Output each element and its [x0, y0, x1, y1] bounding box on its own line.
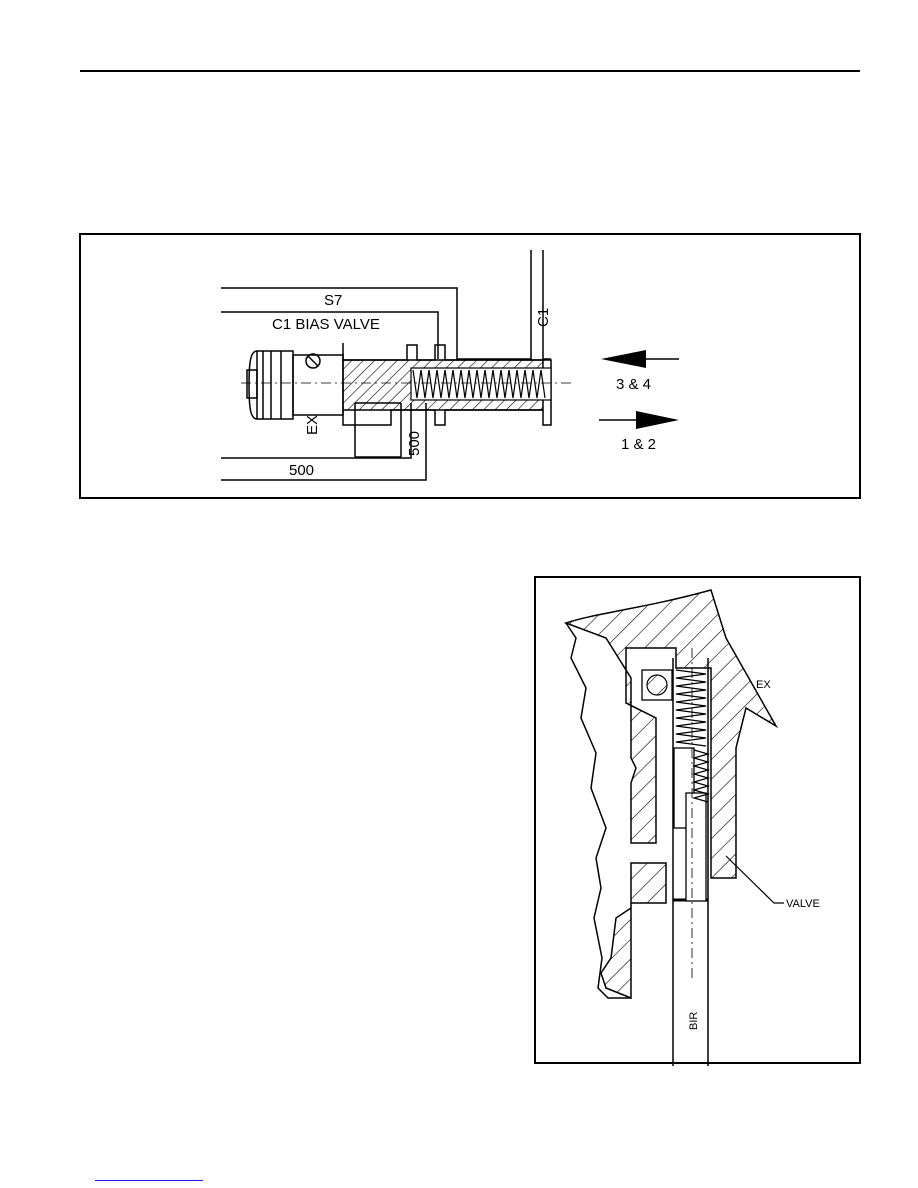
label-arrow-left: 3 & 4 [616, 376, 651, 393]
passage-lines [221, 250, 551, 481]
upper-spring [675, 669, 707, 747]
header-rule [80, 70, 860, 72]
footer-link-underline[interactable] [95, 1180, 203, 1181]
label-valve: VALVE [786, 898, 820, 910]
label-port-500-vertical: 500 [406, 431, 423, 456]
label-valve-name: C1 BIAS VALVE [272, 316, 380, 333]
c1-bias-valve-diagram: S7 C1 BIAS VALVE C1 EX 500 500 3 & 4 1 &… [221, 250, 679, 481]
label-port-500-bottom: 500 [289, 462, 314, 479]
valve-leader-line [725, 855, 784, 904]
label-ex-section: EX [756, 679, 771, 691]
lower-spring [691, 749, 711, 803]
valve-spool-lower [685, 792, 707, 902]
housing-top [563, 589, 779, 879]
valve-section-figure: EX VALVE BIR [534, 576, 861, 1066]
c1-bias-valve-figure: S7 C1 BIAS VALVE C1 EX 500 500 3 & 4 1 &… [79, 233, 861, 499]
housing-edge [565, 622, 631, 999]
valve-section-diagram: EX VALVE BIR [563, 589, 820, 1066]
valve-spool [342, 359, 552, 411]
arrow-right [599, 411, 679, 429]
label-arrow-right: 1 & 2 [621, 436, 656, 453]
valve-plug [246, 350, 344, 420]
check-ball [646, 674, 668, 696]
housing-lower [600, 862, 667, 1000]
check-ball-cage [641, 669, 673, 701]
label-ex: EX [304, 415, 321, 435]
label-c1: C1 [535, 308, 552, 327]
arrow-left [601, 350, 679, 368]
label-bir: BIR [688, 1012, 700, 1030]
label-s7: S7 [324, 292, 342, 309]
